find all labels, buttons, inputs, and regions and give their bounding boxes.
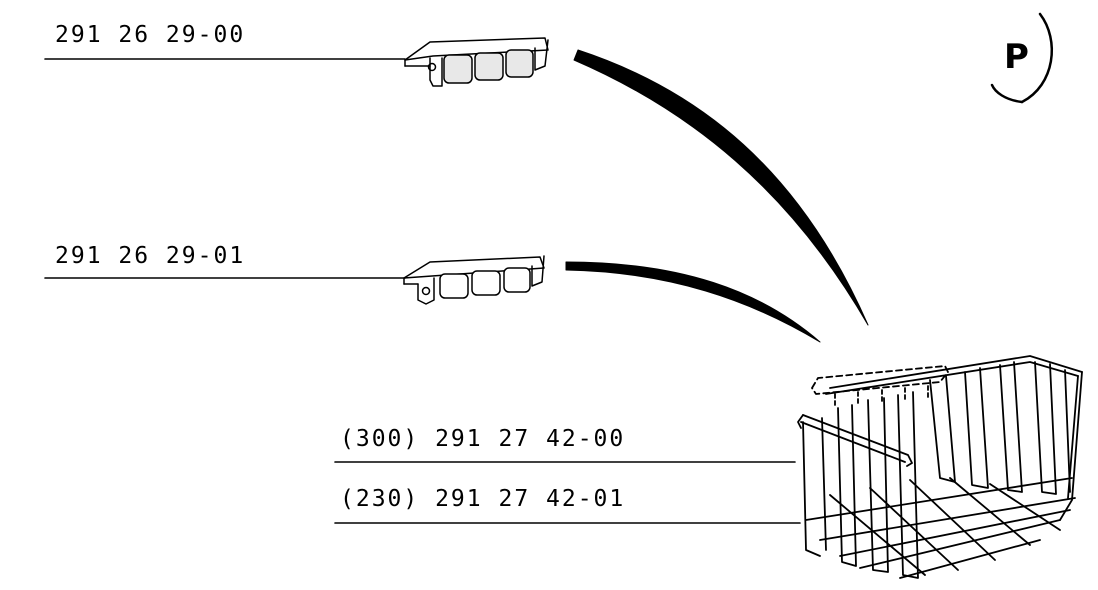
page-badge-letter: P — [1004, 37, 1029, 77]
part-number-basket-230: (230) 291 27 42-01 — [340, 486, 626, 512]
badge-bracket — [1020, 12, 1054, 104]
clip-b-drawing — [403, 255, 545, 305]
connector-curve-clip-b — [565, 261, 821, 343]
badge-bracket-tail — [990, 83, 1024, 104]
part-number-clip-b: 291 26 29-01 — [55, 243, 246, 269]
part-number-basket-300: (300) 291 27 42-00 — [340, 426, 626, 452]
connector-curve-clip-a — [573, 49, 869, 326]
wire-basket-drawing — [797, 355, 1083, 579]
part-number-clip-a: 291 26 29-00 — [55, 22, 246, 48]
clip-a-drawing — [404, 37, 549, 87]
